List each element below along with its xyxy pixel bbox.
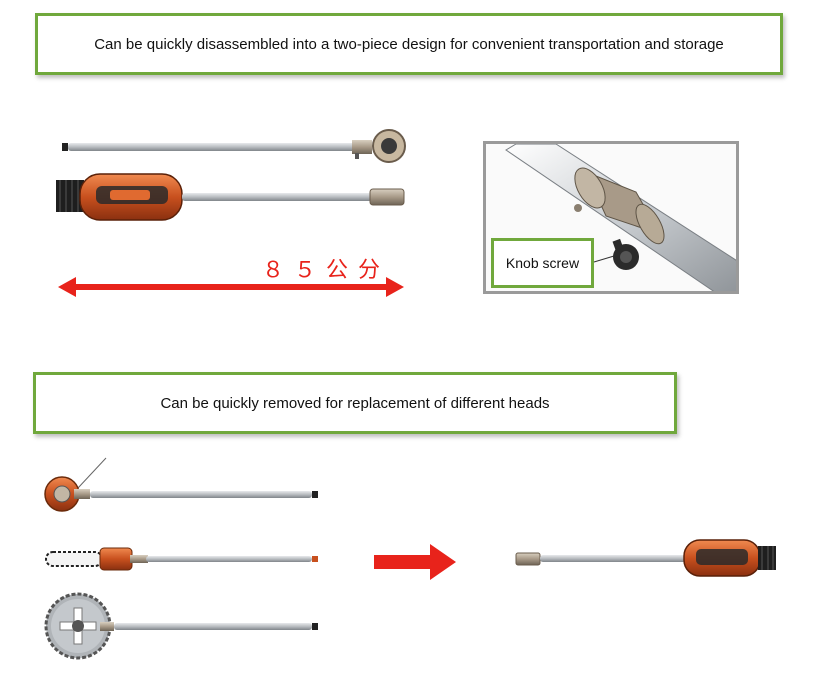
grip-brush	[56, 180, 84, 212]
top-caption: Can be quickly disassembled into a two-p…	[94, 35, 724, 53]
knob-screw-photo	[612, 238, 639, 270]
mid-caption: Can be quickly removed for replacement o…	[160, 394, 550, 412]
top-caption-box: Can be quickly disassembled into a two-p…	[35, 13, 783, 75]
mid-caption-box: Can be quickly removed for replacement o…	[33, 372, 677, 434]
knob-label: Knob screw	[505, 255, 580, 271]
knob-label-box: Knob screw	[491, 238, 594, 288]
length-label: ８５公分	[262, 258, 391, 283]
